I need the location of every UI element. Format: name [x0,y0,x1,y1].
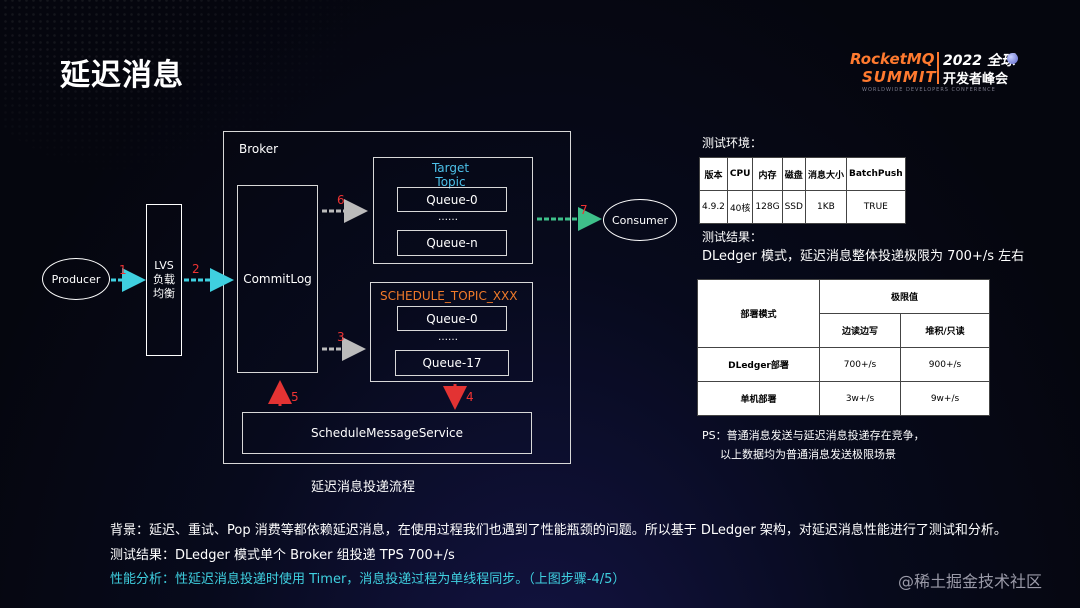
planet-icon [1007,53,1018,64]
limit-subheader-cell: 堆积/只读 [900,313,990,348]
result-text: DLedger 模式，延迟消息整体投递极限为 700+/s 左右 [702,249,1025,264]
logo-brand-line2: SUMMIT [862,68,937,86]
env-value-cell: 4.9.2 [699,190,728,224]
result-heading: 测试结果： [702,230,763,244]
schedule-queue-ellipsis: …… [438,332,458,343]
target-queue-n: Queue-n [397,230,507,256]
limit-row: 单机部署 3w+/s 9w+/s [697,381,990,416]
env-header-cell: 内存 [752,157,783,191]
logo-brand-line1: RocketMQ [850,50,935,68]
env-table: 版本 CPU 内存 磁盘 消息大小 BatchPush 4.9.2 40核 12… [699,157,906,224]
watermark: @稀土掘金技术社区 [898,572,1043,591]
env-value-cell: SSD [781,190,806,224]
target-topic-box [373,157,533,264]
env-value-cell: 40核 [726,190,754,224]
env-header-cell: 消息大小 [804,157,847,191]
env-header-cell: 版本 [699,157,728,191]
schedule-topic-label: SCHEDULE_TOPIC_XXX [380,289,518,303]
schedule-topic-box [370,282,533,382]
broker-container [223,131,571,464]
step-number-7: 7 [580,203,588,217]
limit-value-cell: 900+/s [900,347,990,382]
step-number-2: 2 [192,262,200,276]
step-number-5: 5 [291,390,299,404]
step-number-1: 1 [119,263,127,277]
limit-mode-header: 部署模式 [697,279,820,348]
env-value-cell: 1KB [804,190,847,224]
step-number-6: 6 [337,193,345,207]
producer-node: Producer [42,258,110,300]
env-heading: 测试环境： [702,136,763,150]
env-value-cell: TRUE [845,190,906,224]
limit-table: 部署模式 极限值 边读边写 堆积/只读 DLedger部署 700+/s 900… [697,279,990,416]
env-value-row: 4.9.2 40核 128G SSD 1KB TRUE [699,190,906,224]
limit-value-cell: 700+/s [819,347,901,382]
limit-mode-cell: 单机部署 [697,381,820,416]
commitlog-box: CommitLog [237,185,318,373]
logo-event-line2: 开发者峰会 [943,72,1009,87]
limit-row: DLedger部署 700+/s 900+/s [697,347,990,382]
limit-value-cell: 3w+/s [819,381,901,416]
env-header-cell: 磁盘 [781,157,806,191]
target-topic-label: Target Topic [431,161,470,189]
limit-mode-cell: DLedger部署 [697,347,820,382]
logo-tagline: WORLDWIDE DEVELOPERS CONFERENCE [862,87,996,93]
ps-note-line2: 以上数据均为普通消息发送极限场景 [720,448,896,461]
limit-header-row: 部署模式 极限值 [697,279,990,348]
target-queue-0: Queue-0 [397,187,507,212]
env-header-cell: CPU [726,157,754,191]
limit-value-header: 极限值 [819,279,990,314]
lvs-load-balancer: LVS 负载 均衡 [146,204,182,356]
limit-value-cell: 9w+/s [900,381,990,416]
summit-logo: RocketMQ SUMMIT 2022 全球 开发者峰会 WORLDWIDE … [850,50,1030,100]
logo-event-line1: 2022 全球 [943,53,1015,69]
schedule-message-service-box: ScheduleMessageService [242,412,532,454]
consumer-node: Consumer [603,199,677,241]
test-result-paragraph: 测试结果：DLedger 模式单个 Broker 组投递 TPS 700+/s [110,548,455,563]
limit-subheader-cell: 边读边写 [819,313,901,348]
schedule-queue-0: Queue-0 [397,306,507,331]
step-number-3: 3 [337,330,345,344]
step-number-4: 4 [466,390,474,404]
schedule-queue-17: Queue-17 [395,350,509,376]
env-header-row: 版本 CPU 内存 磁盘 消息大小 BatchPush [699,157,906,191]
background-paragraph: 背景：延迟、重试、Pop 消费等都依赖延迟消息，在使用过程我们也遇到了性能瓶颈的… [110,523,1007,538]
diagram-caption: 延迟消息投递流程 [311,480,416,495]
logo-separator [937,52,939,84]
slide-title: 延迟消息 [60,58,184,93]
env-value-cell: 128G [752,190,783,224]
broker-label: Broker [239,142,279,156]
performance-analysis-paragraph: 性能分析：性延迟消息投递时使用 Timer，消息投递过程为单线程同步。（上图步骤… [110,572,626,587]
target-queue-ellipsis: …… [438,212,458,223]
env-header-cell: BatchPush [845,157,906,191]
ps-note-line1: PS：普通消息发送与延迟消息投递存在竞争， [702,429,925,442]
